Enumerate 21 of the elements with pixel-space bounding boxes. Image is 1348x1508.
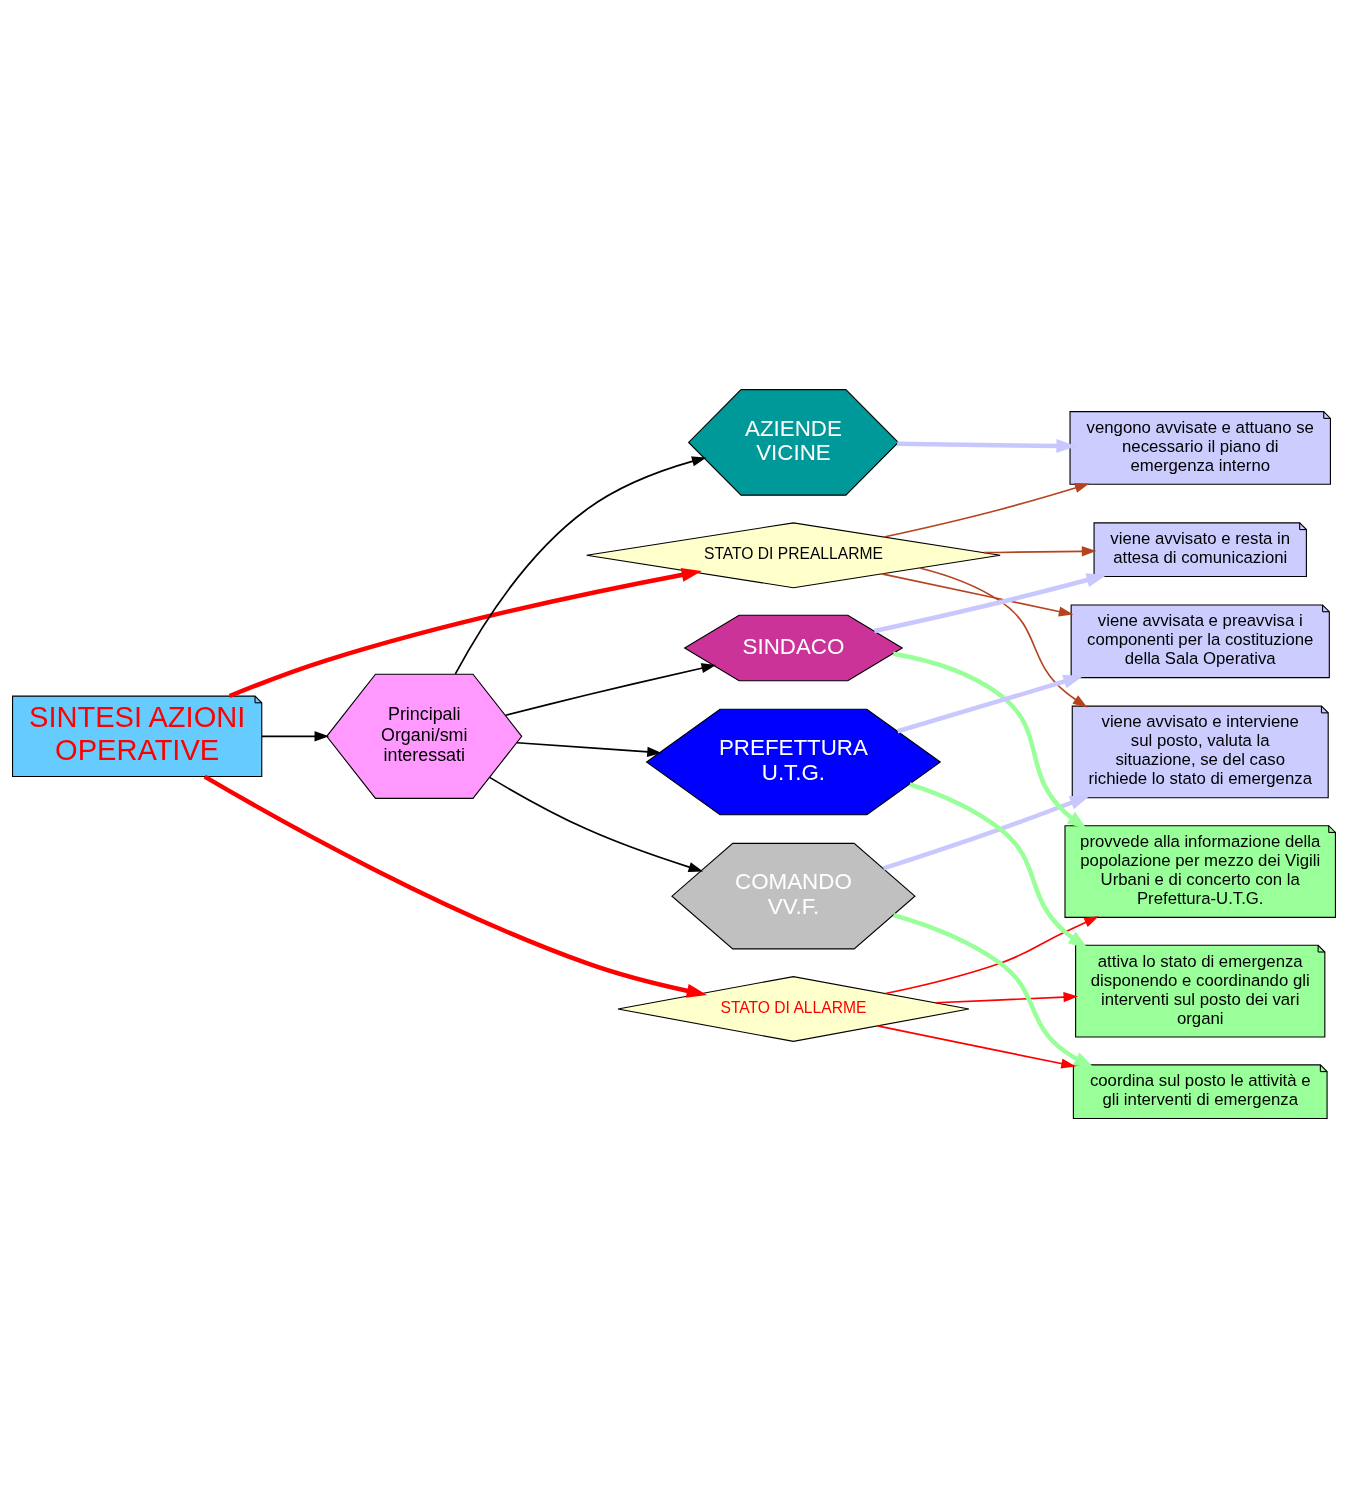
arrow: [892, 912, 1095, 1068]
arrow: [892, 651, 1088, 830]
arrow: [516, 741, 662, 757]
arrow: [918, 567, 1088, 708]
arrow: [454, 456, 707, 675]
arrow: [203, 774, 707, 998]
node-diamond: STATO DI ALLARME: [617, 976, 970, 1042]
arrow: [504, 663, 717, 717]
arrow: [881, 573, 1074, 617]
arrow: [934, 992, 1079, 1004]
arrow: [982, 546, 1097, 557]
arrow: [873, 573, 1107, 634]
arrow: [882, 795, 1091, 871]
arrow: [876, 1025, 1076, 1069]
arrow: [883, 483, 1090, 538]
arrow: [261, 731, 330, 742]
node-diamond: STATO DI PREALLARME: [586, 522, 1001, 589]
arrow: [488, 776, 704, 872]
arrow: [884, 916, 1099, 995]
arrow: [897, 674, 1084, 734]
arrow: [228, 567, 702, 699]
